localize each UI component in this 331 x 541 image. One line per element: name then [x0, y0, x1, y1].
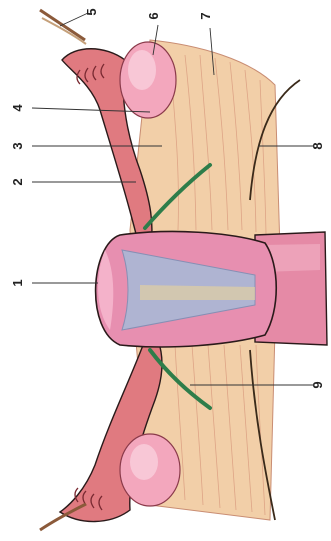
- label-7: 7: [198, 12, 213, 19]
- label-9: 9: [310, 381, 325, 388]
- label-3: 3: [10, 142, 25, 149]
- label-5: 5: [84, 8, 99, 15]
- label-6: 6: [146, 12, 161, 19]
- label-4: 4: [10, 104, 25, 112]
- ovary-upper-shine: [128, 50, 156, 90]
- uterine-cavity-band: [140, 285, 255, 300]
- ovary-lower-shine: [130, 444, 158, 480]
- label-8: 8: [310, 142, 325, 149]
- label-1: 1: [10, 279, 25, 286]
- label-2: 2: [10, 178, 25, 185]
- suspensory-ligament-upper-2: [42, 18, 86, 44]
